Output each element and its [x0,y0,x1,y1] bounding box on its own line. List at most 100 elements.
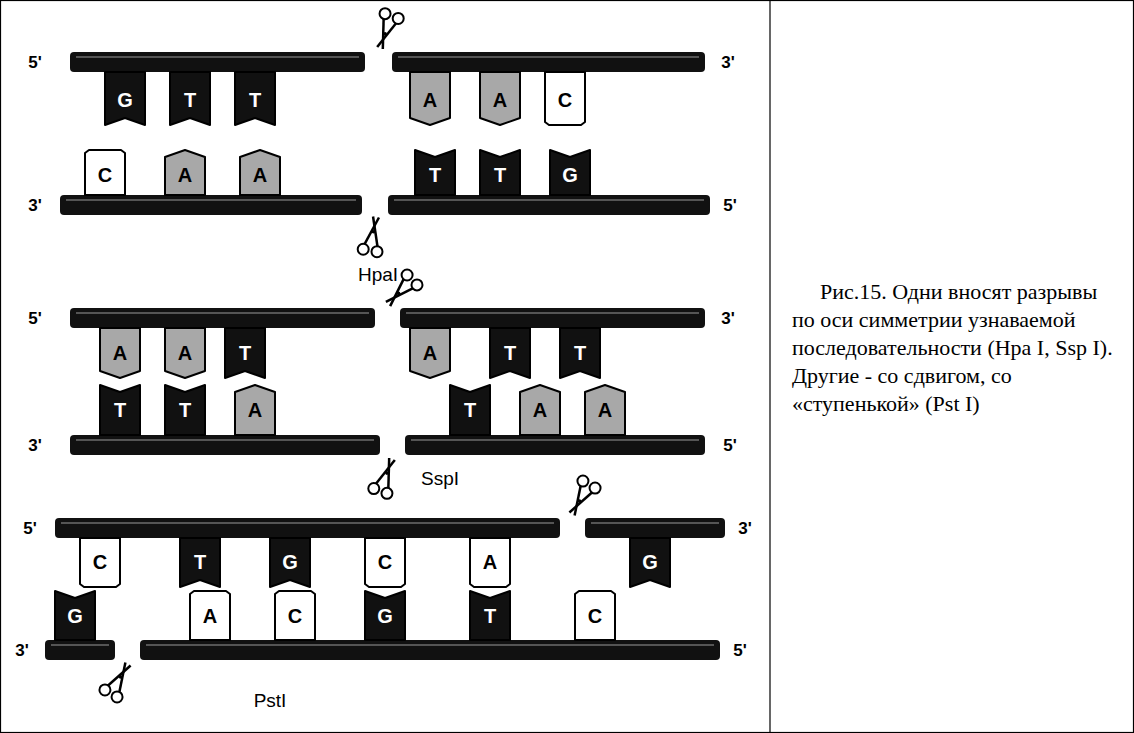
strand-end-label: 3' [15,642,29,659]
base-letter: G [642,552,658,572]
scissors-handle [99,684,110,695]
base-letter: A [598,400,612,420]
scissors-handle [381,488,392,499]
base-shape [585,385,625,435]
strand-end-label: 5' [28,310,42,327]
base-shape [55,591,95,640]
sugar-phosphate-backbone [70,52,365,72]
scissors-icon [377,8,404,49]
base-letter: T [464,400,476,420]
scissors-handle [368,483,379,494]
backbone-highlight [591,522,719,524]
base-letter: G [117,90,133,110]
base-letter: A [113,343,127,363]
base-shape [470,538,510,587]
base-letter: T [484,606,496,626]
base-shape [165,385,205,435]
base-shape [480,72,520,125]
base-letter: A [423,343,437,363]
sugar-phosphate-backbone [70,435,380,455]
scissors-blade [569,492,593,513]
sugar-phosphate-backbone [140,640,720,660]
base-letter: A [253,165,267,185]
strand-end-label: 5' [723,197,737,214]
base-shape [105,72,145,125]
strand-end-label: 3' [721,310,735,327]
strand-end-label: 5' [23,520,37,537]
sugar-phosphate-backbone [60,195,362,215]
base-letter: A [248,400,262,420]
backbone-highlight [406,312,699,314]
base-letter: T [494,165,506,185]
base-shape [480,150,520,195]
base-letter: C [288,606,302,626]
base-shape [470,591,510,640]
figure-caption: Рис.15. Одни вносят разрывы по оси симме… [792,278,1122,418]
backbone-highlight [398,56,699,58]
base-shape [550,150,590,195]
scissors-blade [375,460,395,485]
base-letter: T [574,343,586,363]
base-letter: A [483,552,497,572]
base-shape [270,538,310,587]
base-shape [235,72,275,125]
dna-backbones [45,52,725,660]
enzyme-name: HpaI [358,265,398,284]
base-letter: T [184,90,196,110]
base-letter: G [562,165,578,185]
base-letter: T [504,343,516,363]
sugar-phosphate-backbone [70,308,375,328]
base-shape [365,591,405,640]
scissors-pivot [119,675,123,679]
scissors-handle [371,246,382,257]
scissors-handle [380,8,391,19]
base-letter: G [377,606,393,626]
scissors-pivot [383,32,387,36]
base-shape [165,150,205,195]
base-letter: T [114,400,126,420]
base-letter: A [423,90,437,110]
scissors-blade [386,288,414,302]
scissors-icon [358,216,383,257]
sugar-phosphate-backbone [45,640,115,660]
scissors-icon [368,458,395,499]
strand-end-label: 5' [28,54,42,71]
base-shape [180,538,220,587]
enzyme-name: SspI [421,469,459,488]
scissors-icon [99,663,130,703]
table-divider [769,0,770,733]
base-shape [490,328,530,378]
base-letter: A [493,90,507,110]
base-shape [630,538,670,587]
scissors-handle [358,244,369,255]
backbone-highlight [394,199,704,201]
base-letter: G [67,606,83,626]
base-letter: A [533,400,547,420]
strand-end-label: 3' [738,520,752,537]
scissors-handle [411,279,422,290]
backbone-highlight [76,56,359,58]
base-letter: G [282,552,298,572]
base-shape [450,385,490,435]
base-shape [100,385,140,435]
scissors-handle [402,270,413,281]
sugar-phosphate-backbone [388,195,710,215]
base-shape [165,328,205,378]
base-letter: A [178,343,192,363]
scissors-blade [107,666,131,687]
scissors-group [99,8,600,702]
sugar-phosphate-backbone [585,518,725,538]
backbone-highlight [66,199,356,201]
sugar-phosphate-backbone [392,52,705,72]
base-shape [410,72,450,125]
base-shape [275,591,315,640]
scissors-pivot [385,471,389,475]
base-letter: T [249,90,261,110]
base-letter: A [178,165,192,185]
nucleotide-bases [55,72,670,640]
base-letter: T [239,343,251,363]
base-shape [100,328,140,378]
scissors-pivot [372,230,376,234]
